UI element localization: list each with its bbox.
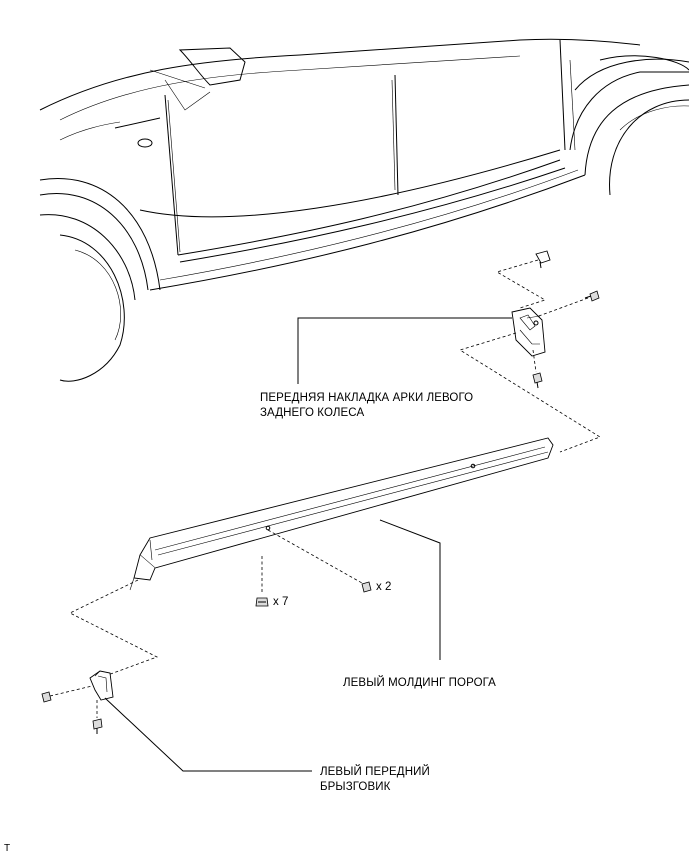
rear-clip-part xyxy=(535,250,551,269)
corner-mark: T xyxy=(4,843,11,854)
label-mudguard-line2: БРЫЗГОВИК xyxy=(320,781,391,793)
rocker-molding-part xyxy=(129,437,554,591)
leader-line-rocker-molding xyxy=(379,519,441,660)
leader-line-arch-cover xyxy=(297,317,512,384)
rear-arch-cover-part xyxy=(511,307,546,357)
front-mudguard-part xyxy=(89,670,114,701)
screw-icon xyxy=(361,581,372,593)
screw-icon xyxy=(532,372,543,389)
screw-icon xyxy=(41,691,52,703)
label-rear-arch-cover-line1: ПЕРЕДНЯЯ НАКЛАДКА АРКИ ЛЕВОГО xyxy=(260,392,474,404)
label-mudguard: ЛЕВЫЙ ПЕРЕДНИЙ БРЫЗГОВИК xyxy=(320,765,430,795)
label-rear-arch-cover-line2: ЗАДНЕГО КОЛЕСА xyxy=(260,407,365,419)
screw-quantity: x 2 xyxy=(376,581,392,593)
label-rear-arch-cover: ПЕРЕДНЯЯ НАКЛАДКА АРКИ ЛЕВОГО ЗАДНЕГО КО… xyxy=(260,391,473,421)
leader-line-mudguard xyxy=(104,697,312,772)
clip-icon xyxy=(255,597,269,607)
label-mudguard-line1: ЛЕВЫЙ ПЕРЕДНИЙ xyxy=(320,766,430,778)
screw-icon xyxy=(584,290,600,302)
screw-icon xyxy=(92,718,103,734)
label-rocker-molding: ЛЕВЫЙ МОЛДИНГ ПОРОГА xyxy=(343,676,496,691)
clip-quantity: x 7 xyxy=(273,596,289,608)
label-rocker-molding-line1: ЛЕВЫЙ МОЛДИНГ ПОРОГА xyxy=(343,677,496,689)
vehicle-body-outline xyxy=(39,38,689,382)
